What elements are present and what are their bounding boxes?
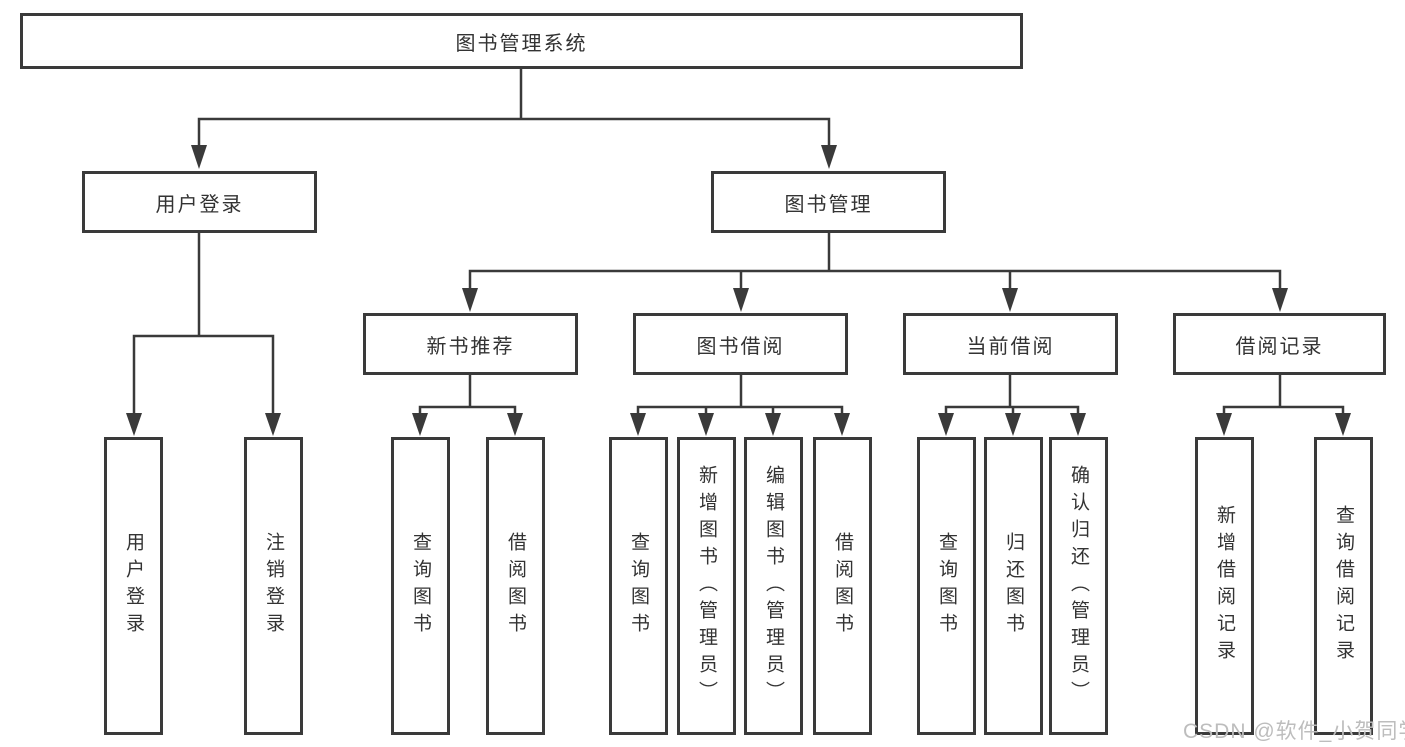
- leaf-label: 借阅图书: [505, 532, 526, 640]
- node-label: 新书推荐: [426, 335, 515, 358]
- leaf-borrow-books: 借阅图书: [813, 437, 872, 735]
- leaf-user-login: 用户登录: [104, 437, 163, 735]
- leaf-add-borrow-record: 新增借阅记录: [1195, 437, 1254, 735]
- node-borrow-records: 借阅记录: [1173, 313, 1386, 375]
- node-new-book-recommend: 新书推荐: [363, 313, 578, 375]
- leaf-add-books-admin: 新增图书（管理员）: [677, 437, 736, 735]
- leaf-label: 查询图书: [936, 532, 957, 640]
- leaf-query-books-current: 查询图书: [917, 437, 976, 735]
- leaf-logout: 注销登录: [244, 437, 303, 735]
- node-book-management: 图书管理: [711, 171, 946, 233]
- node-label: 借阅记录: [1235, 335, 1324, 358]
- node-label: 图书管理系统: [455, 32, 588, 55]
- leaf-return-books: 归还图书: [984, 437, 1043, 735]
- leaf-label: 新增借阅记录: [1214, 505, 1235, 667]
- node-label: 图书管理: [784, 193, 873, 216]
- leaf-confirm-return-admin: 确认归还（管理员）: [1049, 437, 1108, 735]
- node-user-login: 用户登录: [82, 171, 317, 233]
- leaf-label: 查询图书: [410, 532, 431, 640]
- node-root-library-system: 图书管理系统: [20, 13, 1023, 69]
- leaf-label: 确认归还（管理员）: [1068, 464, 1089, 708]
- leaf-label: 查询图书: [628, 532, 649, 640]
- node-book-borrow: 图书借阅: [633, 313, 848, 375]
- leaf-label: 归还图书: [1003, 532, 1024, 640]
- node-label: 图书借阅: [696, 335, 785, 358]
- leaf-label: 借阅图书: [832, 532, 853, 640]
- node-current-borrow: 当前借阅: [903, 313, 1118, 375]
- node-label: 当前借阅: [966, 335, 1055, 358]
- node-label: 用户登录: [155, 193, 244, 216]
- leaf-label: 新增图书（管理员）: [696, 464, 717, 708]
- arrowhead-icons: [126, 145, 1351, 436]
- leaf-edit-books-admin: 编辑图书（管理员）: [744, 437, 803, 735]
- csdn-watermark: CSDN @软件_小贺同学: [1183, 720, 1405, 743]
- leaf-label: 注销登录: [263, 532, 284, 640]
- leaf-query-books-borrow: 查询图书: [609, 437, 668, 735]
- leaf-borrow-books-recommend: 借阅图书: [486, 437, 545, 735]
- leaf-query-books-recommend: 查询图书: [391, 437, 450, 735]
- leaf-label: 查询借阅记录: [1333, 505, 1354, 667]
- leaf-query-borrow-record: 查询借阅记录: [1314, 437, 1373, 735]
- leaf-label: 编辑图书（管理员）: [763, 464, 784, 708]
- leaf-label: 用户登录: [123, 532, 144, 640]
